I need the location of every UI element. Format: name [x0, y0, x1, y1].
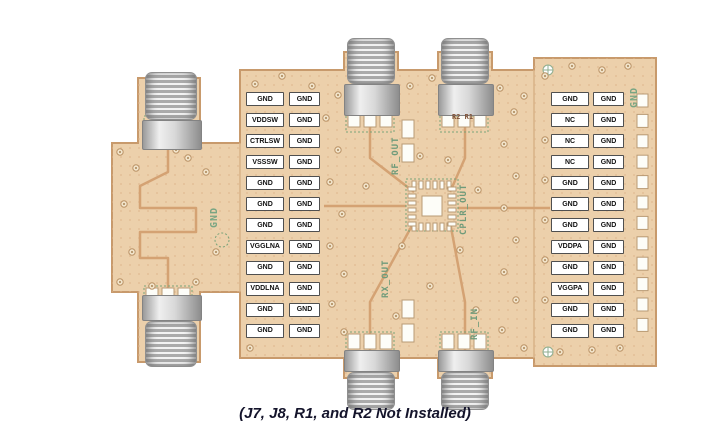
- pin-label: GND: [289, 260, 320, 275]
- pin-label: VDDLNA: [246, 281, 284, 296]
- pin-label: GND: [289, 113, 320, 128]
- sma-connector-top-left: [142, 72, 202, 150]
- silk-gnd-left-label: GND: [209, 206, 220, 228]
- pin-label: GND: [246, 92, 284, 106]
- sma-connector-top-mid-left: [344, 38, 400, 116]
- sma-nut: [344, 84, 400, 116]
- sma-threads: [347, 372, 395, 410]
- pin-label: VDDPA: [551, 239, 589, 254]
- pin-label: NC: [551, 155, 589, 170]
- pin-label: GND: [551, 197, 589, 212]
- pin-label: GND: [289, 134, 320, 149]
- pin-label: NC: [551, 113, 589, 128]
- j8-pad: [401, 299, 415, 319]
- sma-connector-bottom-left: [142, 295, 202, 367]
- pin-column-left-outer: GND VDDSW CTRLSW VSSSW GND GND GND VGGLNA GND VDD…: [246, 92, 284, 338]
- pin-label: GND: [593, 302, 624, 317]
- sma-connector-top-mid-right: [438, 38, 494, 116]
- sma-threads: [145, 321, 197, 367]
- pin-label: GND: [551, 92, 589, 106]
- pin-label: GND: [289, 197, 320, 212]
- ic-outline: [405, 178, 459, 232]
- silk-rf-in-label: RF_IN: [470, 307, 480, 340]
- pin-label: GND: [593, 260, 624, 275]
- sma-nut: [344, 350, 400, 372]
- pin-label: GND: [593, 155, 624, 170]
- pin-label: GND: [246, 302, 284, 317]
- silk-r2-r1-label: R2 R1: [452, 113, 474, 121]
- silk-rf-out-label: RF_OUT: [391, 136, 401, 175]
- pin-label: VDDSW: [246, 113, 284, 128]
- sma-nut: [142, 120, 202, 150]
- sma-threads: [441, 38, 489, 84]
- sma-threads: [347, 38, 395, 84]
- pin-label: GND: [289, 323, 320, 338]
- pin-column-right-inner: GND GND GND GND GND GND GND GND GND GND GND GND: [593, 92, 624, 338]
- pin-label: GND: [551, 323, 589, 338]
- pin-label: GND: [551, 302, 589, 317]
- sma-threads: [145, 72, 197, 120]
- pin-label: GND: [593, 197, 624, 212]
- sma-nut: [438, 350, 494, 372]
- pin-label: VGGLNA: [246, 239, 284, 254]
- pin-label: CTRLSW: [246, 134, 284, 149]
- pin-label: GND: [289, 218, 320, 233]
- sma-connector-bottom-mid-right: [438, 350, 494, 410]
- sma-nut: [438, 84, 494, 116]
- pin-label: GND: [593, 239, 624, 254]
- sma-nut: [142, 295, 202, 321]
- pin-label: GND: [593, 92, 624, 106]
- j7-pad: [401, 143, 415, 163]
- pin-label: GND: [551, 176, 589, 191]
- via-layer: [116, 62, 649, 356]
- pin-label: GND: [551, 260, 589, 275]
- sma-threads: [441, 372, 489, 410]
- board-texture: [112, 52, 656, 378]
- pin-label: GND: [593, 176, 624, 191]
- pin-label: GND: [593, 323, 624, 338]
- pin-label: GND: [289, 92, 320, 106]
- pin-label: GND: [593, 218, 624, 233]
- pin-label: GND: [246, 260, 284, 275]
- pin-label: GND: [246, 197, 284, 212]
- pin-label: VGGPA: [551, 281, 589, 296]
- pin-label: GND: [289, 176, 320, 191]
- pin-column-left-inner: GND GND GND GND GND GND GND GND GND GND GND GND: [289, 92, 320, 338]
- pin-label: GND: [593, 134, 624, 149]
- j7-pad: [401, 119, 415, 139]
- pin-label: VSSSW: [246, 155, 284, 170]
- pin-label: GND: [246, 218, 284, 233]
- pin-label: GND: [246, 176, 284, 191]
- pin-label: GND: [289, 155, 320, 170]
- pin-label: GND: [593, 113, 624, 128]
- silk-cplr-out-label: CPLR_OUT: [459, 183, 469, 235]
- figure-caption: (J7, J8, R1, and R2 Not Installed): [239, 405, 471, 422]
- pin-column-right-outer: GND NC NC NC GND GND GND VDDPA GND VGGPA GND GND: [551, 92, 589, 338]
- sma-connector-bottom-mid-left: [344, 350, 400, 410]
- j8-pad: [401, 323, 415, 343]
- pin-label: GND: [246, 323, 284, 338]
- silk-gnd-right-label: GND: [629, 86, 640, 108]
- silk-rx-out-label: RX_OUT: [381, 259, 391, 298]
- pin-label: GND: [289, 281, 320, 296]
- pin-label: GND: [289, 302, 320, 317]
- ic-center-pad: [421, 195, 443, 217]
- pin-label: NC: [551, 134, 589, 149]
- pin-label: GND: [289, 239, 320, 254]
- pin-label: GND: [593, 281, 624, 296]
- pin-label: GND: [551, 218, 589, 233]
